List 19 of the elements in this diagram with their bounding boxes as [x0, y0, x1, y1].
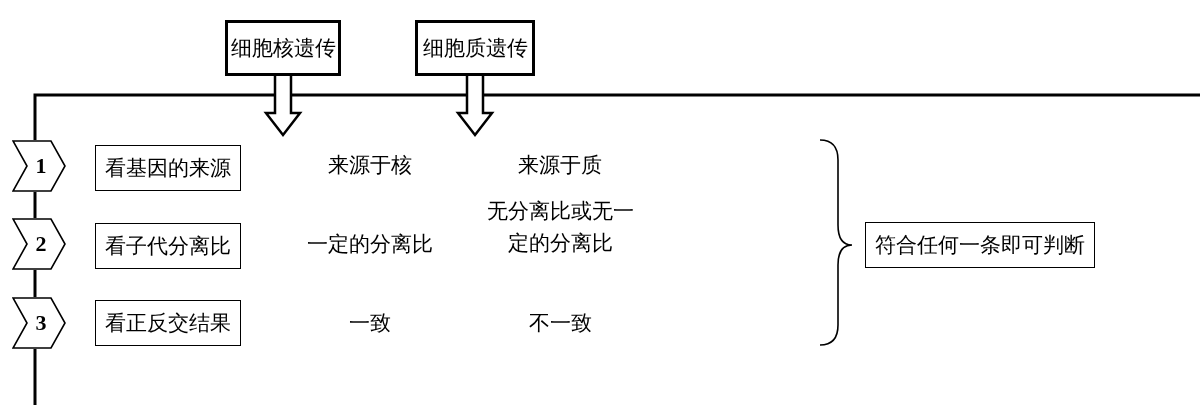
- table-text: 来源于核: [327, 152, 413, 179]
- process-box: 符合任何一条即可判断: [865, 222, 1095, 268]
- hollow-arrow: [263, 74, 303, 138]
- connector-line: [33, 192, 37, 218]
- table-text: 无分离比或无一定的分离比: [485, 198, 635, 257]
- heading-box: 细胞核遗传: [225, 20, 341, 76]
- table-text: 一致: [348, 310, 392, 337]
- table-text: 一定的分离比: [306, 231, 434, 258]
- process-box: 看基因的来源: [95, 145, 241, 191]
- process-box: 看子代分离比: [95, 223, 241, 269]
- table-text: 不一致: [527, 310, 593, 337]
- process-box: 看正反交结果: [95, 300, 241, 346]
- connector-line: [33, 270, 37, 297]
- chevron-marker: 2: [12, 218, 66, 270]
- heading-box: 细胞质遗传: [415, 20, 535, 76]
- table-text: 来源于质: [517, 152, 603, 179]
- chevron-marker: 1: [12, 140, 66, 192]
- chevron-marker: 3: [12, 297, 66, 349]
- hollow-arrow: [455, 74, 495, 138]
